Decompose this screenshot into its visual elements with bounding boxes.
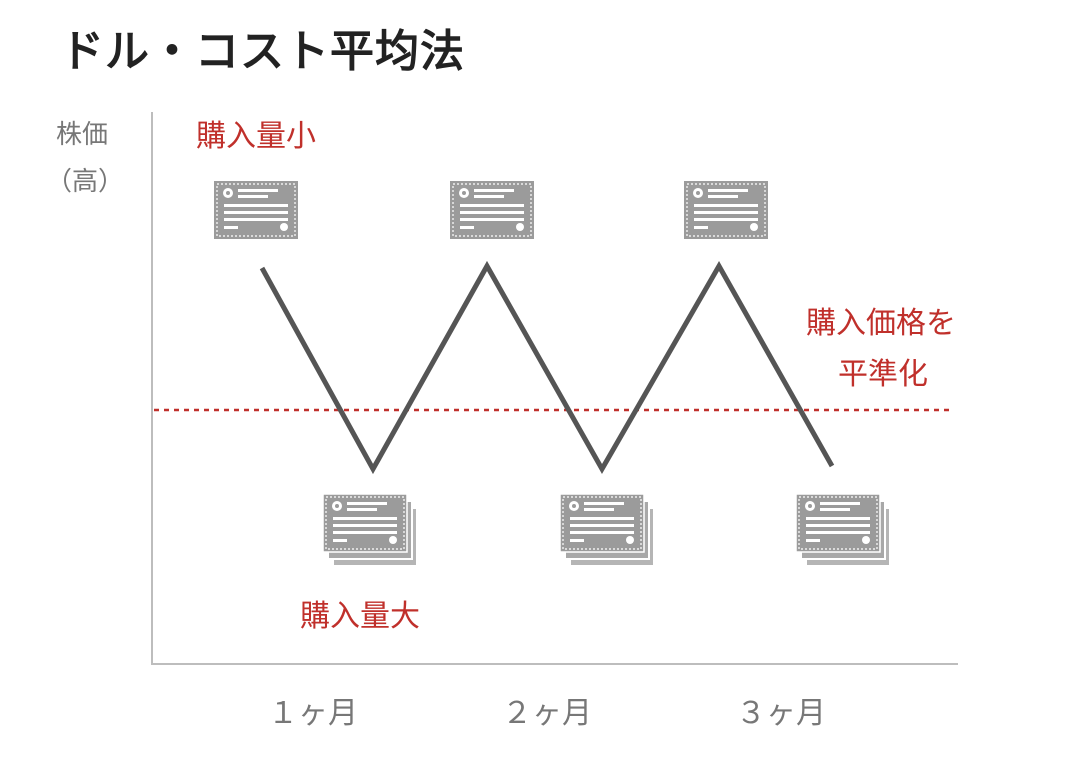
stock-certificate-icon	[449, 180, 535, 240]
stock-certificate-stack-icon	[560, 494, 654, 566]
y-axis-label-line1: 株価	[56, 120, 108, 150]
x-tick-label: ２ヶ月	[502, 696, 592, 731]
small-purchase-label: 購入量小	[196, 119, 316, 154]
price-line	[259, 260, 835, 475]
stock-certificate-icon	[683, 180, 769, 240]
x-tick-label: １ヶ月	[268, 696, 358, 731]
diagram-title: ドル・コスト平均法	[60, 26, 465, 77]
average-price-label-line1: 購入価格を	[806, 306, 956, 341]
large-purchase-label: 購入量大	[300, 599, 420, 634]
stock-certificate-icon	[213, 180, 299, 240]
stock-certificate-stack-icon	[796, 494, 890, 566]
average-price-label-line2: 平準化	[838, 357, 928, 392]
x-tick-label: ３ヶ月	[736, 696, 826, 731]
stock-certificate-stack-icon	[323, 494, 417, 566]
y-axis-label-line2: （高）	[46, 167, 124, 197]
